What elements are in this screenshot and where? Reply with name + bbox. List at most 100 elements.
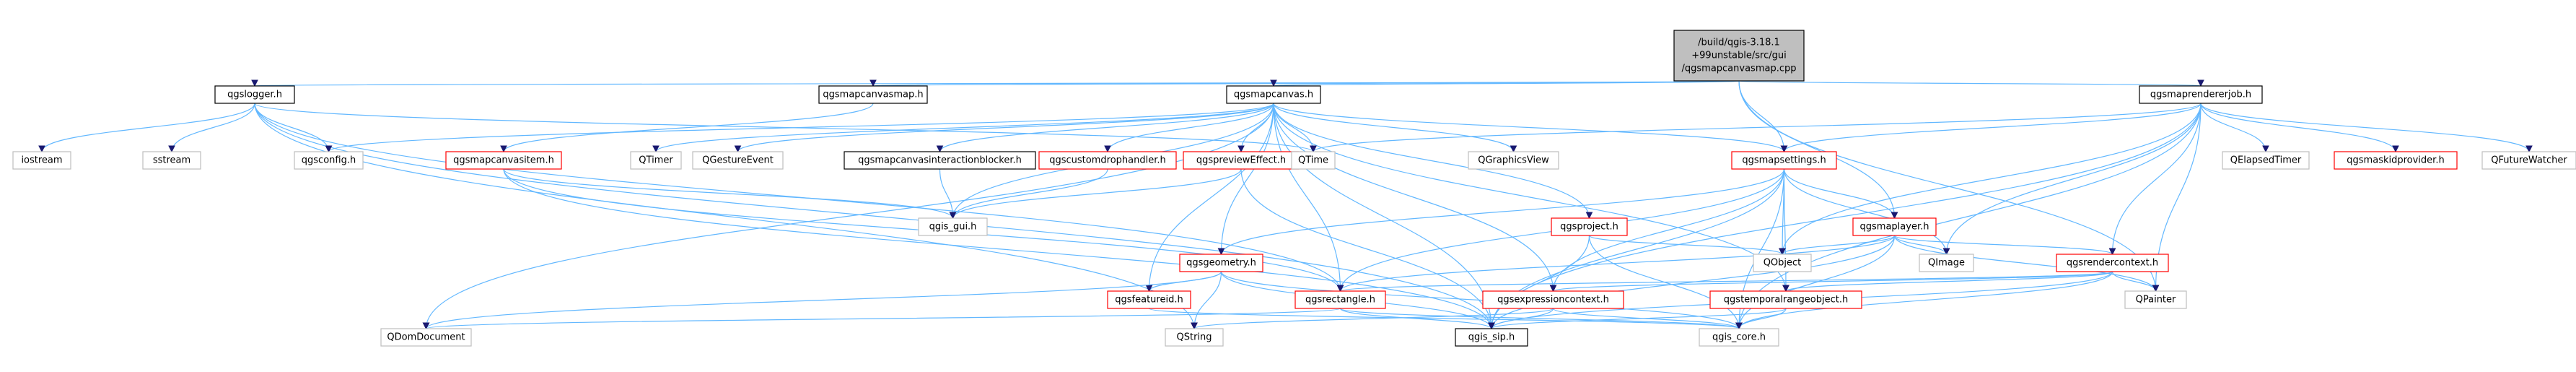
node-box-qgsmapcanvasinteractionblocker bbox=[844, 151, 1036, 170]
node-label-qdomdocument: QDomDocument bbox=[387, 332, 465, 343]
edge-arrowhead-qgsmapcanvas-to-qgraphicsview bbox=[1510, 145, 1517, 153]
node-box-iostream bbox=[12, 151, 71, 170]
node-qgscustomdrophandler[interactable]: qgscustomdrophandler.h bbox=[1038, 151, 1177, 170]
node-box-root bbox=[1673, 30, 1805, 82]
node-qgis_sip[interactable]: qgis_sip.h bbox=[1455, 328, 1528, 347]
edge-arrowhead-qgsmapcanvas-to-qgestureevent bbox=[734, 145, 742, 153]
edge-arrowhead-qgsexpressioncontext-to-qstring bbox=[1191, 322, 1198, 330]
edge-qgsmapcanvasmap-to-qgsmapcanvasitem bbox=[503, 103, 874, 152]
edge-arrowhead-root-to-qgsmapcanvasmap bbox=[869, 79, 877, 87]
edge-root-to-qpainter bbox=[1738, 80, 2157, 292]
node-label-qgraphicsview: QGraphicsView bbox=[1478, 155, 1549, 166]
edge-qgsrectangle-to-qgis_sip bbox=[1339, 308, 1492, 329]
edge-arrowhead-qgsgeometry-to-qgsfeatureid bbox=[1145, 285, 1153, 293]
node-qgsfeatureid[interactable]: qgsfeatureid.h bbox=[1107, 290, 1191, 309]
node-label-qgsrendercontext: qgsrendercontext.h bbox=[2067, 258, 2158, 269]
edge-arrowhead-qgsmaprendererjob-to-qelapsedtimer bbox=[2262, 145, 2269, 153]
node-qfuturewatcher: QFutureWatcher bbox=[2481, 151, 2576, 170]
edge-arrowhead-qgsrendercontext-to-qgsrectangle bbox=[1336, 285, 1344, 293]
node-label-qgsmapcanvasitem: qgsmapcanvasitem.h bbox=[453, 155, 554, 166]
edge-root-to-qgsmaprendererjob bbox=[1738, 80, 2202, 87]
edge-qgsmapcanvas-to-qgsexpressioncontext bbox=[1273, 103, 1554, 292]
node-qtime: QTime bbox=[1291, 151, 1336, 170]
edge-qgsmapcanvas-to-qgis_sip bbox=[1273, 103, 1492, 329]
node-root[interactable]: /build/qgis-3.18.1+99unstable/src/gui/qg… bbox=[1673, 30, 1805, 82]
edge-qgsrectangle-to-qdomdocument bbox=[425, 308, 1341, 329]
node-qgslogger[interactable]: qgslogger.h bbox=[214, 85, 295, 104]
node-box-qgsexpressioncontext bbox=[1482, 290, 1624, 309]
node-qgsproject[interactable]: qgsproject.h bbox=[1551, 217, 1628, 236]
node-qgsmaskidprovider[interactable]: qgsmaskidprovider.h bbox=[2334, 151, 2458, 170]
node-box-qgsconfig bbox=[294, 151, 364, 170]
node-qgestureevent: QGestureEvent bbox=[692, 151, 784, 170]
node-qgstemporalrangeobject[interactable]: qgstemporalrangeobject.h bbox=[1709, 290, 1862, 309]
edge-qgsmapcanvas-to-qgsmapsettings bbox=[1273, 103, 1785, 152]
node-qgsmaprendererjob[interactable]: qgsmaprendererjob.h bbox=[2139, 85, 2263, 104]
edge-arrowhead-qgsmapcanvasmap-to-qgsmapcanvasitem bbox=[500, 145, 507, 153]
node-label-qobject: QObject bbox=[1764, 258, 1802, 269]
node-label-qgestureevent: QGestureEvent bbox=[702, 155, 774, 166]
node-qtimer: QTimer bbox=[630, 151, 682, 170]
edge-qgsmaplayer-to-qgis_core bbox=[1738, 235, 1896, 329]
node-qgsmapcanvasmap[interactable]: qgsmapcanvasmap.h bbox=[818, 85, 928, 104]
node-qobject: QObject bbox=[1753, 254, 1812, 272]
node-iostream: iostream bbox=[12, 151, 71, 170]
edge-qgslogger-to-iostream bbox=[41, 103, 255, 152]
node-label-root-line-1: +99unstable/src/gui bbox=[1691, 51, 1786, 61]
node-qstring: QString bbox=[1165, 328, 1224, 347]
edge-arrowhead-qgsrendercontext-to-qgsexpressioncontext bbox=[1549, 285, 1557, 293]
edge-qgsmapcanvas-to-qgsproject bbox=[1273, 103, 1590, 219]
node-label-qgspreviewEffect: qgspreviewEffect.h bbox=[1196, 155, 1286, 166]
node-label-qgsmaplayer: qgsmaplayer.h bbox=[1860, 222, 1929, 233]
edge-qgsmapcanvas-to-qgsmapcanvasinteractionblocker bbox=[939, 103, 1274, 152]
node-qgspreviewEffect[interactable]: qgspreviewEffect.h bbox=[1183, 151, 1300, 170]
edge-qgsrectangle-to-qgis_core bbox=[1339, 308, 1740, 329]
node-box-qgslogger bbox=[214, 85, 295, 104]
edge-qgsmaplayer-to-qpainter bbox=[1893, 235, 2157, 292]
node-qgsmapcanvasinteractionblocker[interactable]: qgsmapcanvasinteractionblocker.h bbox=[844, 151, 1036, 170]
edge-arrowhead-qgstemporalrangeobject-to-qgis_core bbox=[1735, 322, 1743, 330]
node-box-qobject bbox=[1753, 254, 1812, 272]
edge-qgspreviewEffect-to-qgis_gui bbox=[952, 168, 1242, 219]
node-qgsmapcanvasitem[interactable]: qgsmapcanvasitem.h bbox=[445, 151, 562, 170]
edge-qgsmaprendererjob-to-qtime bbox=[1313, 103, 2202, 152]
node-box-qgsmapcanvas bbox=[1226, 85, 1321, 104]
node-label-qstring: QString bbox=[1176, 332, 1212, 343]
edge-qgsmapcanvasitem-to-qgis_gui bbox=[503, 168, 954, 219]
node-qdomdocument: QDomDocument bbox=[380, 328, 472, 347]
edge-qgsexpressioncontext-to-qgis_sip bbox=[1491, 308, 1554, 329]
node-qgsgeometry[interactable]: qgsgeometry.h bbox=[1179, 254, 1263, 272]
edge-qgsmapcanvas-to-qgsconfig bbox=[328, 103, 1274, 152]
edge-arrowhead-qgsmaprendererjob-to-qgsmaskidprovider bbox=[2392, 145, 2399, 153]
edge-arrowhead-qgslogger-to-iostream bbox=[38, 145, 45, 153]
node-label-qgsconfig: qgsconfig.h bbox=[302, 155, 356, 166]
edge-qgsmapcanvas-to-qgscustomdrophandler bbox=[1107, 103, 1274, 152]
edge-qgsmaplayer-to-qgsrectangle bbox=[1339, 235, 1896, 292]
node-box-qgsrendercontext bbox=[2056, 254, 2169, 272]
node-label-qpainter: QPainter bbox=[2136, 295, 2176, 306]
node-label-qgis_sip: qgis_sip.h bbox=[1468, 332, 1515, 343]
edge-qgslogger-to-qstring bbox=[254, 103, 1195, 329]
node-qgsmapsettings[interactable]: qgsmapsettings.h bbox=[1731, 151, 1837, 170]
node-label-qgsproject: qgsproject.h bbox=[1560, 222, 1618, 233]
node-box-qgis_gui bbox=[918, 217, 988, 236]
node-box-qgscustomdrophandler bbox=[1038, 151, 1177, 170]
node-box-qgsfeatureid bbox=[1107, 290, 1191, 309]
node-box-qimage bbox=[1919, 254, 1974, 272]
node-qgsrendercontext[interactable]: qgsrendercontext.h bbox=[2056, 254, 2169, 272]
node-qgsmapcanvas[interactable]: qgsmapcanvas.h bbox=[1226, 85, 1321, 104]
node-qgsexpressioncontext[interactable]: qgsexpressioncontext.h bbox=[1482, 290, 1624, 309]
node-qgsrectangle[interactable]: qgsrectangle.h bbox=[1294, 290, 1386, 309]
edge-qgsmapcanvasinteractionblocker-to-qgis_gui bbox=[939, 168, 954, 219]
graph-nodes: /build/qgis-3.18.1+99unstable/src/gui/qg… bbox=[12, 30, 2576, 347]
edge-root-to-qgsmapcanvas bbox=[1273, 80, 1740, 87]
node-qgsmaplayer[interactable]: qgsmaplayer.h bbox=[1852, 217, 1937, 236]
edge-arrowhead-qgsmapcanvas-to-qgsconfig bbox=[325, 145, 333, 153]
node-label-iostream: iostream bbox=[21, 155, 62, 166]
node-qpainter: QPainter bbox=[2124, 290, 2187, 309]
edge-qgslogger-to-qtime bbox=[254, 103, 1314, 152]
edge-qgsgeometry-to-qdomdocument bbox=[425, 271, 1222, 329]
edge-arrowhead-qgsrectangle-to-qdomdocument bbox=[422, 322, 430, 330]
edge-arrowhead-qgspreviewEffect-to-qgis_gui bbox=[949, 212, 957, 220]
edge-qgsrendercontext-to-qgsrectangle bbox=[1339, 271, 2113, 292]
